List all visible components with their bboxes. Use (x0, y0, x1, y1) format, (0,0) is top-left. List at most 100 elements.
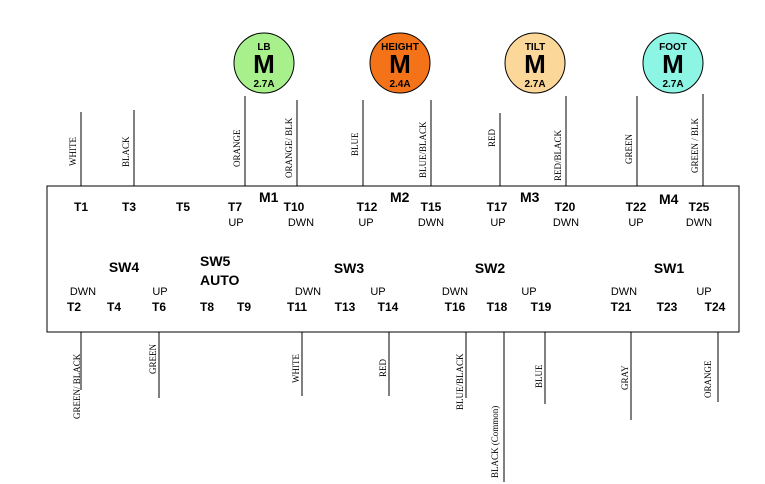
wire-label-orange-bottom: ORANGE (703, 360, 713, 398)
wire-label-orange: ORANGE (232, 129, 242, 167)
motor-foot-circle (642, 32, 704, 94)
motor-tilt-amps: 2.7A (524, 79, 545, 90)
terminal-t18: T18 (487, 300, 508, 314)
wire-label-green-black: GREEN/ BLACK (72, 353, 82, 419)
bottom-wire-lines (80, 332, 719, 482)
terminal-t4: T4 (107, 300, 121, 314)
switch-labels: SW4 SW5 AUTO SW3 SW2 SW1 (109, 253, 685, 288)
terminal-t24: T24 (705, 300, 726, 314)
motor-label-m2: M2 (390, 189, 410, 205)
direction-t10: DWN (288, 217, 314, 229)
bottom-wire-labels: GREEN/ BLACK GREEN WHITE RED BLUE/BLACK … (72, 344, 713, 478)
terminal-t20: T20 (555, 200, 576, 214)
direction-t20: DWN (553, 217, 579, 229)
top-wire-labels: WHITE BLACK ORANGE ORANGE/ BLK BLUE BLUE… (68, 117, 700, 181)
terminal-t9: T9 (237, 300, 251, 314)
motor-label-m4: M4 (659, 191, 679, 207)
motor-height-amps: 2.4A (389, 79, 410, 90)
top-wire-lines (80, 94, 704, 186)
terminal-t22: T22 (626, 200, 647, 214)
terminal-t11: T11 (287, 300, 307, 314)
terminal-t12: T12 (357, 200, 378, 214)
terminal-t17: T17 (487, 200, 508, 214)
motor-foot-letter: M (662, 49, 684, 79)
terminal-t21: T21 (611, 300, 632, 314)
wire-label-blue-bottom: BLUE (534, 364, 544, 388)
terminal-t23: T23 (657, 300, 678, 314)
terminal-t7: T7 (228, 200, 242, 214)
motor-foot-amps: 2.7A (662, 79, 683, 90)
wire-label-green: GREEN (624, 134, 634, 164)
motor-label-m1: M1 (259, 189, 279, 205)
motor-height-letter: M (389, 49, 411, 79)
wire-label-red: RED (487, 128, 497, 147)
terminal-t25: T25 (689, 200, 710, 214)
direction-t7: UP (228, 217, 243, 229)
wire-label-red-bottom: RED (378, 358, 388, 377)
wire-label-green-bottom: GREEN (148, 344, 158, 374)
terminal-t3: T3 (122, 200, 136, 214)
direction-t6: UP (152, 286, 167, 298)
motor-height-circle (369, 32, 431, 94)
terminal-t2: T2 (67, 300, 81, 314)
direction-t19: UP (521, 286, 536, 298)
motor-foot: FOOT M 2.7A (642, 32, 704, 94)
wire-label-white-bottom: WHITE (291, 354, 301, 383)
wire-label-red-black: RED/BLACK (553, 129, 563, 181)
bottom-direction-row: DWN UP DWN UP DWN UP DWN UP (70, 286, 712, 298)
terminal-t8: T8 (200, 300, 214, 314)
wire-label-gray: GRAY (620, 365, 630, 390)
terminal-t13: T13 (335, 300, 356, 314)
motor-height: HEIGHT M 2.4A (369, 32, 431, 94)
direction-t2: DWN (70, 286, 96, 298)
motor-lb-name: LB (257, 42, 270, 53)
motor-label-m3: M3 (520, 189, 540, 205)
motor-foot-name: FOOT (659, 42, 687, 53)
wire-label-blue-black: BLUE/BLACK (418, 121, 428, 178)
terminal-t16: T16 (445, 300, 466, 314)
wire-label-white: WHITE (68, 137, 78, 166)
terminal-block (46, 185, 740, 333)
motor-lb: LB M 2.7A (233, 32, 295, 94)
direction-t16: DWN (442, 286, 468, 298)
wire-label-orange-blk: ORANGE/ BLK (284, 117, 294, 178)
motor-tilt: TILT M 2.7A (504, 32, 566, 94)
terminal-t10: T10 (284, 200, 305, 214)
motor-lb-circle (233, 32, 295, 94)
motor-height-name: HEIGHT (381, 42, 419, 53)
direction-t22: UP (628, 217, 643, 229)
motor-tilt-letter: M (524, 49, 546, 79)
direction-t24: UP (696, 286, 711, 298)
terminal-t15: T15 (421, 200, 442, 214)
direction-t21: DWN (611, 286, 637, 298)
terminal-t5: T5 (176, 200, 190, 214)
terminal-t14: T14 (378, 300, 399, 314)
bottom-terminal-row: T2 T4 T6 T8 T9 T11 T13 T14 T16 T18 T19 T… (67, 300, 726, 314)
direction-t15: DWN (418, 217, 444, 229)
terminal-t19: T19 (531, 300, 552, 314)
direction-t17: UP (490, 217, 505, 229)
motor-tilt-circle (504, 32, 566, 94)
switch-sw5: SW5 (200, 253, 231, 269)
switch-sw4: SW4 (109, 259, 140, 275)
direction-t25: DWN (686, 217, 712, 229)
wire-label-blue-black-bottom: BLUE/BLACK (455, 353, 465, 410)
switch-sw3: SW3 (334, 260, 365, 276)
switch-sw1: SW1 (654, 260, 685, 276)
switch-sw5-auto: AUTO (200, 272, 240, 288)
wire-label-blue: BLUE (350, 132, 360, 156)
motor-lb-letter: M (253, 49, 275, 79)
terminal-t6: T6 (152, 300, 166, 314)
top-direction-row: UP DWN UP DWN UP DWN UP DWN (228, 217, 712, 229)
terminal-t1: T1 (74, 200, 88, 214)
direction-t12: UP (358, 217, 373, 229)
direction-t11: DWN (295, 286, 321, 298)
wire-label-black-common: BLACK (Common) (490, 406, 500, 478)
switch-sw2: SW2 (475, 260, 506, 276)
top-terminal-row: T1 T3 T5 T7 T10 T12 T15 T17 T20 T22 T25 (74, 200, 710, 214)
direction-t14: UP (370, 286, 385, 298)
motor-tilt-name: TILT (525, 42, 545, 53)
motor-lb-amps: 2.7A (253, 79, 274, 90)
wire-label-black: BLACK (121, 136, 131, 167)
